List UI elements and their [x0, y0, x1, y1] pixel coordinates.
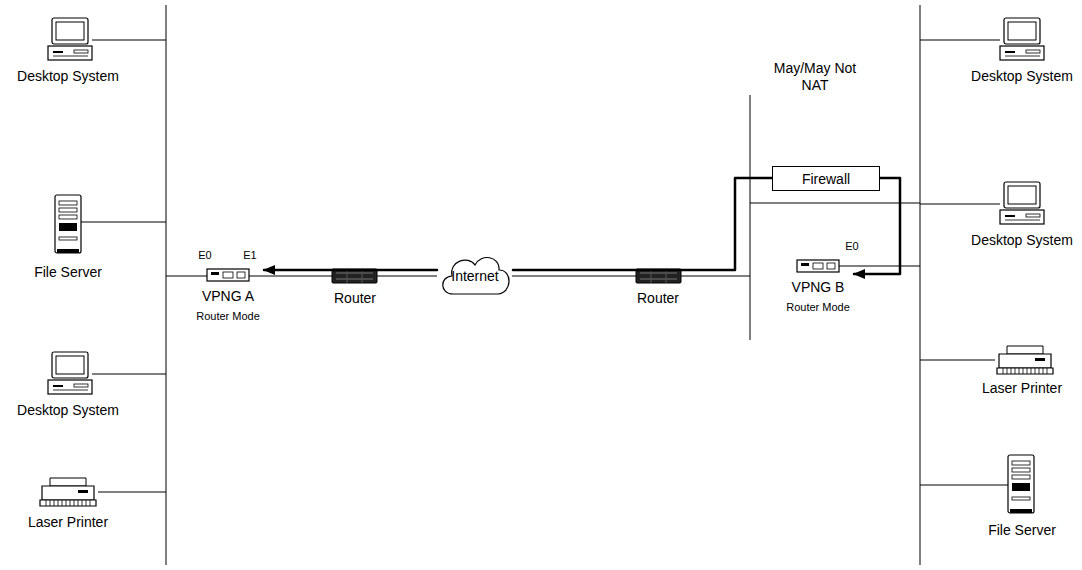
- node-label: Firewall: [802, 171, 850, 187]
- desktop-icon: [1000, 18, 1044, 60]
- device-port: [813, 263, 823, 269]
- desktop-icon: [48, 18, 92, 60]
- printer-icon: [40, 478, 96, 506]
- device-mode: Router Mode: [196, 310, 260, 323]
- device-label: Desktop System: [17, 402, 119, 419]
- device-port: [827, 263, 835, 269]
- device-port: [223, 272, 233, 278]
- lan-cable: [750, 203, 920, 204]
- dmz-segment: [750, 95, 751, 340]
- lan-cable: [92, 40, 166, 41]
- wan-cable: [512, 276, 750, 277]
- server-icon: [55, 195, 81, 253]
- device-label: File Server: [34, 264, 102, 281]
- network-cables: [81, 5, 1008, 565]
- port-label: E0: [198, 249, 211, 262]
- device-case: [797, 260, 839, 272]
- lan-bus: [920, 5, 921, 565]
- port-label: E0: [845, 240, 858, 253]
- lan-cable: [920, 204, 1000, 205]
- vpn-device-icon: [796, 257, 840, 275]
- device-label: Desktop System: [971, 232, 1073, 249]
- router-label: Router: [334, 290, 376, 307]
- port-label: E1: [243, 249, 256, 262]
- nat-note: May/May Not NAT: [765, 60, 865, 94]
- printer-icon: [997, 346, 1053, 374]
- router-label: Router: [637, 290, 679, 307]
- device-port: [211, 272, 219, 275]
- lan-cable: [92, 374, 166, 375]
- device-label: File Server: [988, 522, 1056, 539]
- tunnel-arrow: [264, 269, 437, 272]
- lan-cable: [839, 266, 920, 267]
- firewall-box: Firewall: [772, 166, 880, 191]
- lan-cable: [920, 485, 1008, 486]
- vpn-gateway: VPNG A Router Mode: [192, 266, 264, 323]
- device-label: Desktop System: [17, 68, 119, 85]
- lan-cable: [98, 492, 166, 493]
- device-name: VPNG B: [792, 279, 845, 295]
- internet-cloud: Internet: [437, 250, 513, 302]
- server-icon: [1008, 455, 1034, 513]
- device-port: [237, 272, 245, 278]
- desktop-icon: [48, 352, 92, 394]
- device-label: Laser Printer: [28, 514, 108, 531]
- lan-cable: [920, 360, 995, 361]
- desktop-icon: [1000, 182, 1044, 224]
- lan-bus: [166, 5, 167, 565]
- node-label: Internet: [451, 268, 498, 284]
- device-label: Desktop System: [971, 68, 1073, 85]
- lan-cable: [920, 40, 1000, 41]
- tunnel-arrow: [854, 178, 900, 274]
- device-port: [801, 263, 809, 266]
- tunnel-arrow: [513, 178, 772, 270]
- lan-cable: [81, 222, 166, 223]
- vpn-device-icon: [206, 266, 250, 284]
- vpn-gateway: VPNG B Router Mode: [782, 257, 854, 314]
- device-name: VPNG A: [202, 288, 254, 304]
- device-label: Laser Printer: [982, 380, 1062, 397]
- device-case: [207, 269, 249, 281]
- device-mode: Router Mode: [786, 301, 850, 314]
- cloud-shape: [443, 258, 509, 294]
